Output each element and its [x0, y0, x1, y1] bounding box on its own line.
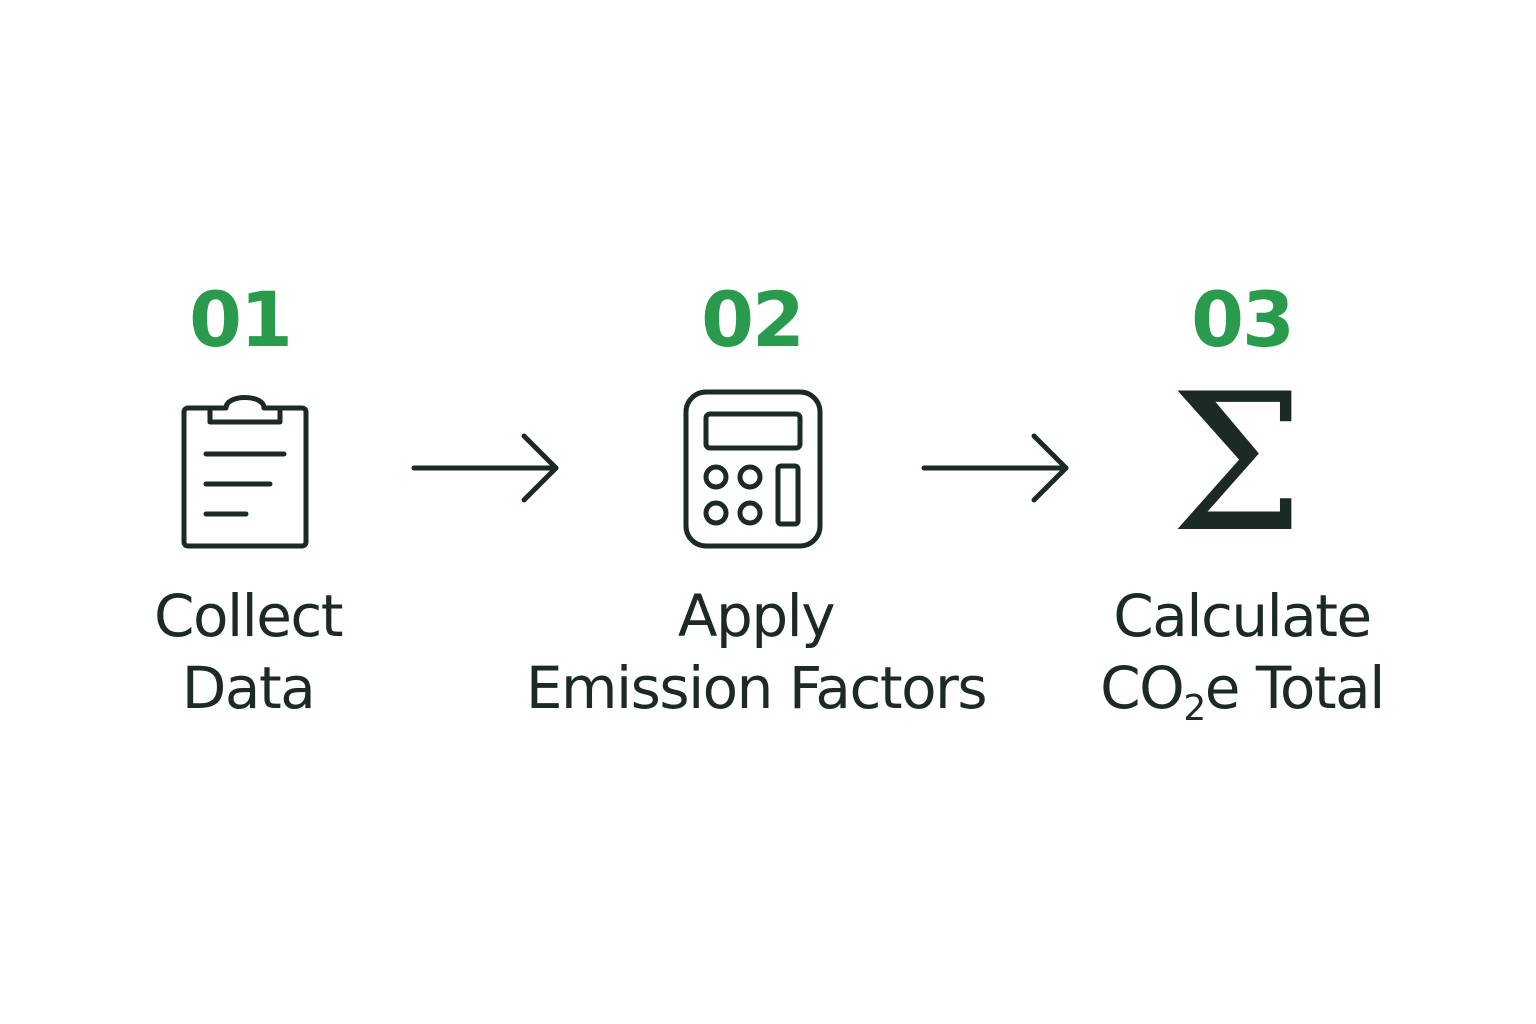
arrow-right-icon	[921, 433, 1069, 503]
step-3-label-line1: Calculate	[1113, 582, 1372, 650]
step-1-label-line1: Collect	[153, 582, 344, 650]
step-2-label: Apply Emission Factors	[496, 580, 1016, 724]
clipboard-icon	[181, 395, 309, 549]
step-1-label-line2: Data	[181, 654, 316, 722]
calculator-icon	[683, 389, 823, 549]
step-3-label-co: CO	[1100, 654, 1185, 722]
step-3-label-subscript: 2	[1183, 688, 1206, 729]
step-1-number: 01	[189, 275, 293, 364]
step-3-label-total: e Total	[1204, 654, 1386, 722]
step-3-label: Calculate CO2e Total	[982, 580, 1502, 733]
step-3-number: 03	[1191, 275, 1295, 364]
step-3-label-line2: CO2e Total	[982, 652, 1502, 733]
step-1-label: Collect Data	[0, 580, 508, 724]
arrow-right-icon	[411, 433, 559, 503]
sigma-icon: Σ	[1169, 353, 1305, 574]
step-2-number: 02	[701, 275, 805, 364]
step-2-label-line1: Apply	[677, 582, 836, 650]
step-2-label-line2: Emission Factors	[525, 654, 988, 722]
